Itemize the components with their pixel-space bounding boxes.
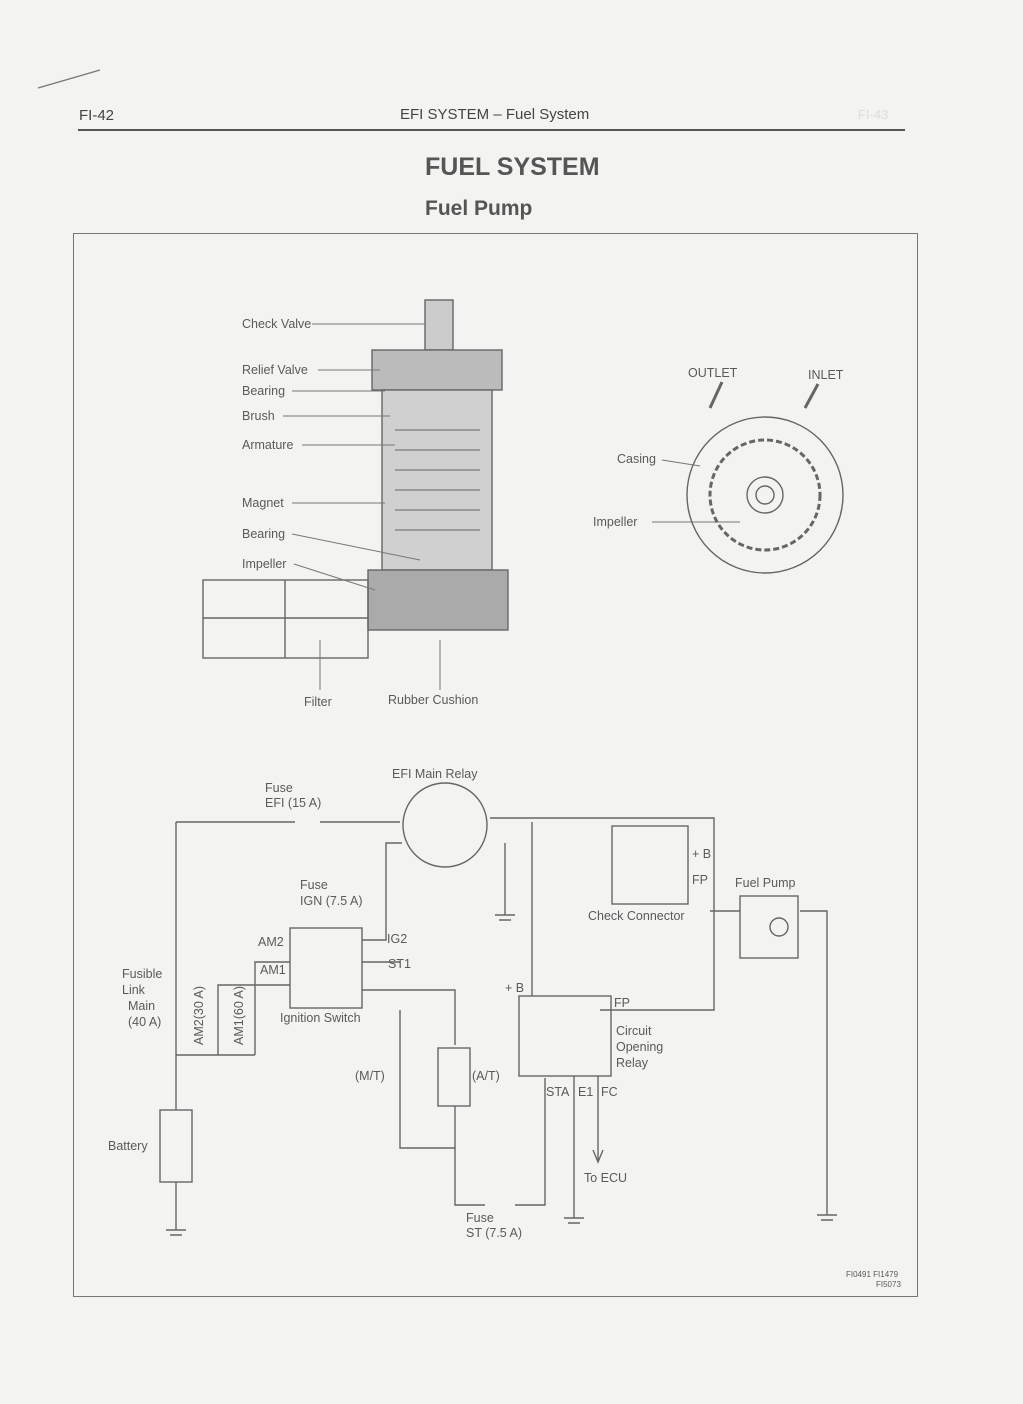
label-plus-b-relay: + B: [505, 981, 525, 995]
label-fuse-st-rating: ST (7.5 A): [466, 1226, 523, 1240]
label-fuse-ign-rating: IGN (7.5 A): [300, 894, 363, 908]
label-impeller-section: Impeller: [593, 515, 638, 529]
outlet-arrow: [708, 381, 724, 409]
label-main: Main: [128, 999, 156, 1013]
label-filter: Filter: [304, 695, 332, 709]
page-number: FI-42: [79, 107, 115, 124]
casing-outer: [686, 416, 844, 574]
shaft: [755, 485, 775, 505]
label-outlet: OUTLET: [688, 366, 738, 380]
label-battery: Battery: [108, 1139, 148, 1153]
label-fc: FC: [601, 1085, 618, 1099]
label-armature: Armature: [242, 438, 294, 452]
running-header: EFI SYSTEM – Fuel System: [400, 106, 590, 123]
label-am1-fuse: AM1(60 A): [232, 985, 246, 1045]
inlet-arrow: [803, 383, 820, 409]
label-opening: Opening: [616, 1040, 664, 1054]
battery-symbol: [159, 1109, 193, 1183]
label-am2-fuse: AM2(30 A): [192, 985, 206, 1045]
label-fuse-efi-rating: EFI (15 A): [265, 796, 322, 810]
pen-mark: [37, 69, 101, 89]
figure-code-2: FI5073: [876, 1280, 901, 1289]
label-circuit: Circuit: [616, 1024, 652, 1038]
ignition-switch-symbol: [289, 927, 363, 1009]
efi-main-relay-symbol: [402, 782, 488, 868]
pump-housing: [381, 389, 493, 571]
label-ig2: IG2: [387, 932, 408, 946]
wiring: [159, 782, 837, 1236]
label-relief-valve: Relief Valve: [242, 363, 308, 377]
label-impeller: Impeller: [242, 557, 287, 571]
label-fuel-pump: Fuel Pump: [735, 876, 796, 890]
check-connector-symbol: [611, 825, 689, 905]
label-fp-connector: FP: [692, 873, 708, 887]
label-casing: Casing: [617, 452, 656, 466]
page-subtitle: Fuel Pump: [425, 197, 533, 220]
circuit-opening-relay-symbol: [518, 995, 612, 1077]
pump-top-cap: [371, 349, 503, 391]
label-at: (A/T): [472, 1069, 500, 1083]
label-ignition-switch: Ignition Switch: [280, 1011, 361, 1025]
figure-frame: [73, 233, 918, 1297]
starter-relay-symbol: [437, 1047, 471, 1107]
check-valve-body: [424, 299, 454, 351]
label-check-valve: Check Valve: [242, 317, 312, 331]
label-magnet: Magnet: [242, 496, 284, 510]
label-fuse-st: Fuse: [466, 1211, 494, 1225]
header-rule: [78, 129, 905, 131]
label-am2: AM2: [258, 935, 284, 949]
label-st1: ST1: [388, 957, 411, 971]
impeller-housing: [367, 569, 509, 631]
fuel-pump-motor-symbol: [739, 895, 799, 959]
label-plus-b-connector: + B: [692, 847, 712, 861]
to-ecu-arrow: [592, 1076, 604, 1164]
fuel-pump-cutaway: [202, 299, 509, 659]
label-rubber-cushion: Rubber Cushion: [388, 693, 479, 707]
label-bearing-top: Bearing: [242, 384, 286, 398]
impeller-section: [686, 381, 844, 574]
label-efi-main-relay: EFI Main Relay: [392, 767, 478, 781]
label-fuse-efi: Fuse: [265, 781, 293, 795]
label-sta: STA: [546, 1085, 570, 1099]
label-check-connector: Check Connector: [588, 909, 685, 923]
page-title: FUEL SYSTEM: [425, 153, 600, 181]
label-mt: (M/T): [355, 1069, 385, 1083]
label-bearing-bottom: Bearing: [242, 527, 286, 541]
label-fusible: Fusible: [122, 967, 163, 981]
impeller-hub: [746, 476, 784, 514]
leader-lines: [283, 323, 740, 690]
label-fuse-ign: Fuse: [300, 878, 328, 892]
label-to-ecu: To ECU: [584, 1171, 628, 1185]
bleed-through-page-number: FI-43: [858, 107, 889, 122]
label-link: Link: [122, 983, 145, 997]
impeller-teeth: [708, 438, 822, 552]
label-am1: AM1: [260, 963, 286, 977]
armature-windings: [395, 429, 480, 531]
ground-symbol: [495, 914, 515, 921]
label-inlet: INLET: [808, 368, 844, 382]
label-fp-relay: FP: [614, 996, 630, 1010]
figure-code-1: FI0491 FI1479: [846, 1270, 899, 1279]
label-main-rating: (40 A): [128, 1015, 162, 1029]
label-brush: Brush: [242, 409, 275, 423]
label-relay: Relay: [616, 1056, 648, 1070]
label-e1: E1: [578, 1085, 594, 1099]
